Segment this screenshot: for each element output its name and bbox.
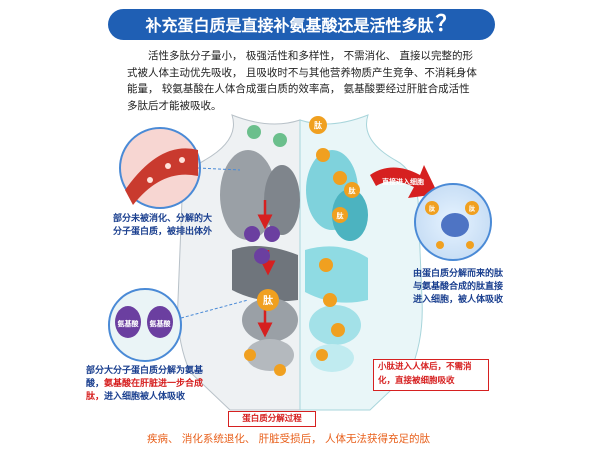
blood-vessel-zoom [119, 127, 241, 209]
note-amino-synthesis: 部分大分子蛋白质分解为氨基酸，氨基酸在肝脏进一步合成肽，进入细胞被人体吸收 [86, 366, 204, 402]
amino-acid-zoom: 氨基酸 氨基酸 [108, 288, 249, 362]
amino-acid-label-2: 氨基酸 [150, 319, 172, 328]
peptide-right-2: 肽 [349, 186, 357, 195]
cell-zoom: 肽 肽 [414, 183, 492, 261]
note-cell-absorption: 由蛋白质分解而来的肽与氨基酸合成的肽直接进入细胞，被人体吸收 [413, 269, 504, 305]
bottom-conclusion: 疾病、 消化系统退化、 肝脏受损后， 人体无法获得充足的肽 [147, 433, 431, 445]
peptide-cell-2: 肽 [468, 205, 476, 213]
title-banner: 补充蛋白质是直接补氨基酸还是活性多肽？ [108, 9, 495, 40]
red-arrow-to-cell: 直接进入细胞 [370, 165, 438, 198]
note-unabsorbed: 部分未被消化、分解的大分子蛋白质，被排出体外 [113, 214, 213, 237]
peptide-right-3: 肽 [337, 211, 345, 220]
peptide-left-liver: 肽 [263, 294, 274, 307]
page-title: 补充蛋白质是直接补氨基酸还是活性多肽 [145, 16, 434, 35]
title-question-mark: ？ [435, 12, 458, 37]
tokens-left: 肽 [244, 125, 287, 376]
peptide-right-1: 肽 [314, 120, 323, 130]
tokens-right: 肽 肽 肽 [309, 116, 360, 361]
protein-breakdown-label: 蛋白质分解过程 [228, 411, 316, 427]
arrow-text: 直接进入细胞 [382, 177, 424, 186]
peptide-cell-1: 肽 [428, 205, 436, 213]
intro-paragraph: 活性多肽分子量小， 极强活性和多样性， 不需消化、 直接以完整的形式被人体主动优… [127, 50, 477, 112]
note-small-peptide-box: 小肽进入人体后，不需消化，直接被细胞吸收 [373, 359, 489, 391]
amino-acid-label-1: 氨基酸 [118, 319, 140, 328]
